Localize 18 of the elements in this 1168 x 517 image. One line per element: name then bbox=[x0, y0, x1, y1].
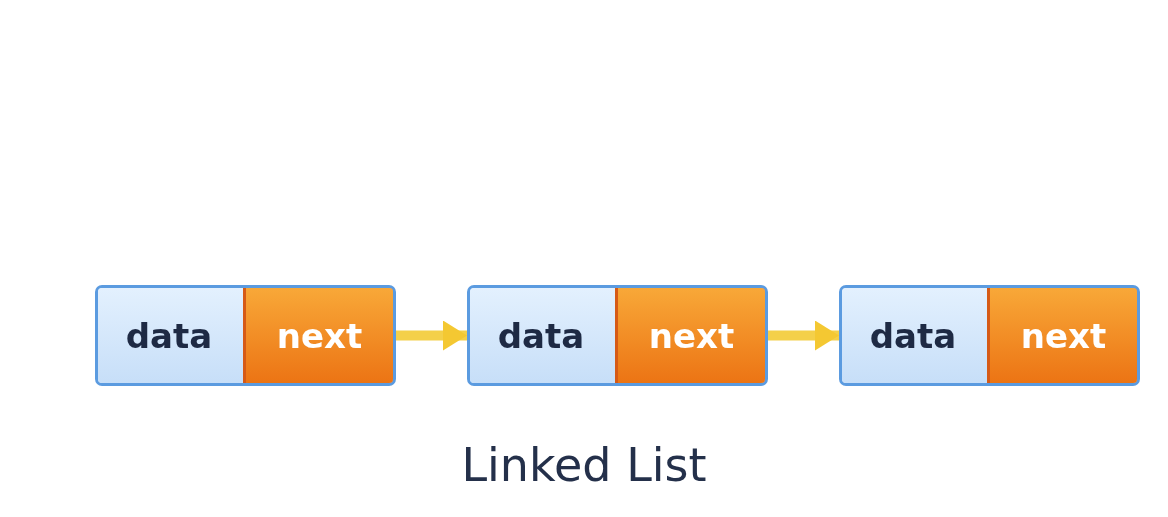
data-field bbox=[842, 288, 987, 383]
field-label: data bbox=[497, 315, 585, 356]
field-label: data bbox=[869, 315, 957, 356]
field-label: data bbox=[125, 315, 213, 356]
data-field bbox=[98, 288, 243, 383]
arrow bbox=[768, 320, 839, 351]
field-label: next bbox=[648, 315, 735, 356]
data-field bbox=[470, 288, 615, 383]
list-node-box bbox=[95, 285, 396, 386]
next-pointer-field bbox=[615, 288, 765, 383]
arrow bbox=[396, 320, 467, 351]
diagram-caption: Linked List bbox=[460, 438, 708, 492]
field-label: next bbox=[1020, 315, 1107, 356]
next-pointer-field bbox=[987, 288, 1137, 383]
list-node-box bbox=[839, 285, 1140, 386]
list-node-box bbox=[467, 285, 768, 386]
field-label: next bbox=[276, 315, 363, 356]
next-pointer-field bbox=[243, 288, 393, 383]
